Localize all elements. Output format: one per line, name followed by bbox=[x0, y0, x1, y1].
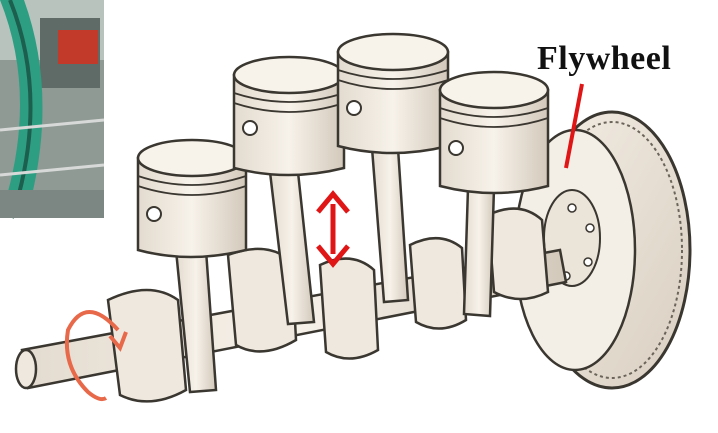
piston bbox=[338, 34, 448, 153]
flywheel-label: Flywheel bbox=[537, 40, 671, 78]
double-headed-vertical-arrow-icon bbox=[318, 194, 348, 264]
piston bbox=[138, 140, 246, 257]
inset-photo bbox=[0, 0, 104, 218]
piston bbox=[234, 57, 344, 175]
piston bbox=[440, 72, 548, 193]
